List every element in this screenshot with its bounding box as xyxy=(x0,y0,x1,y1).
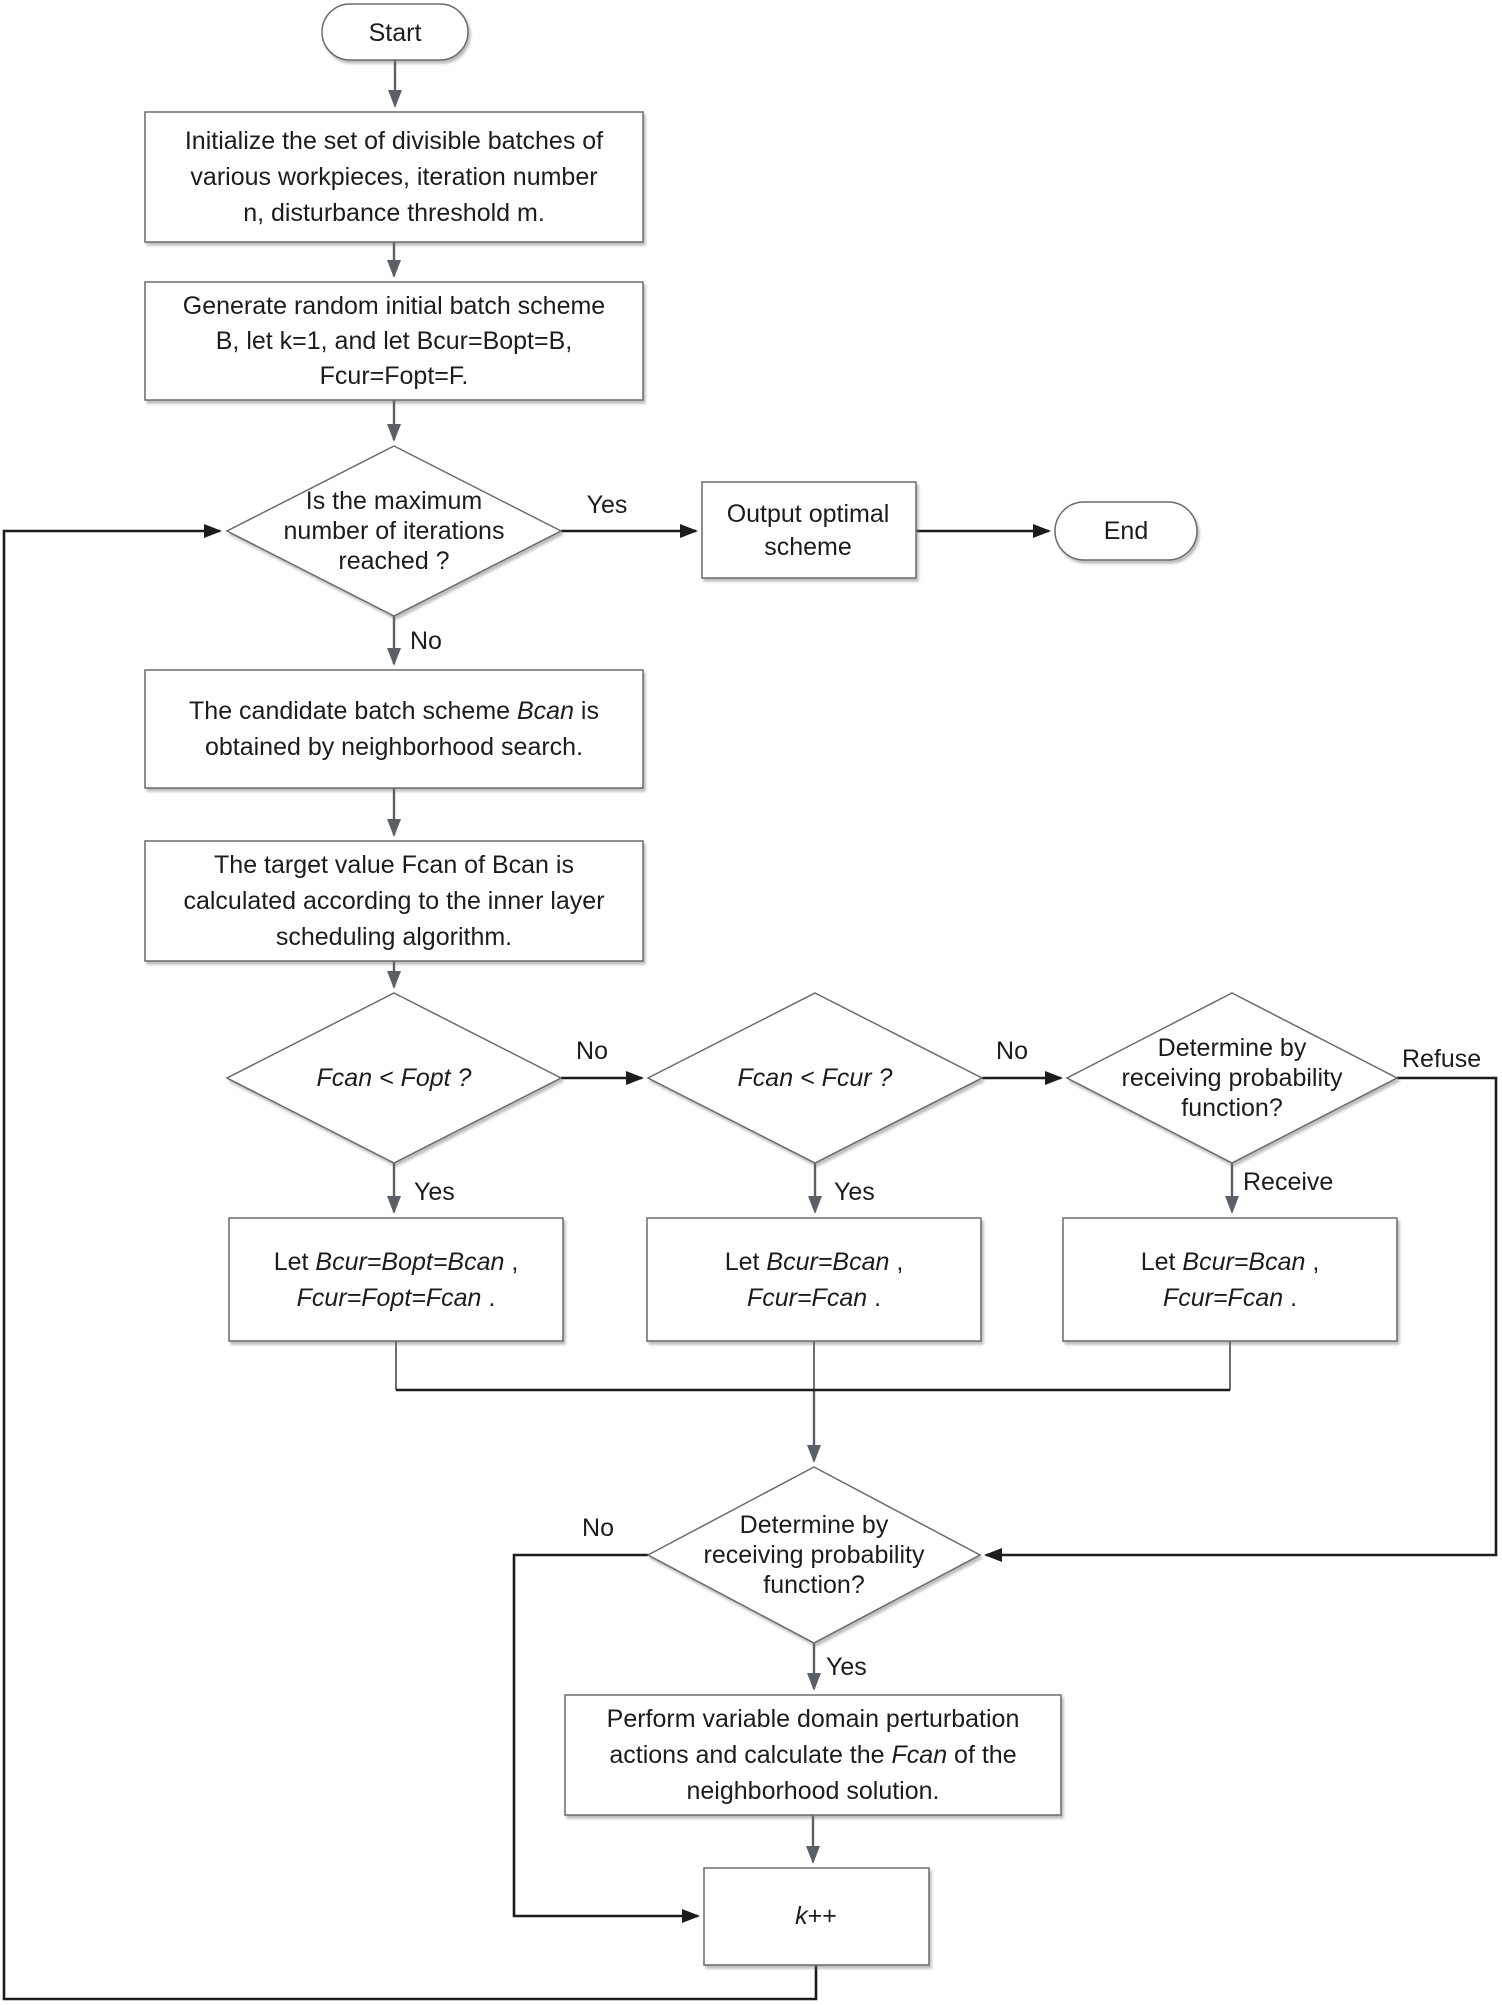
let-opt-process-box xyxy=(228,1217,564,1342)
let-cur-right-keyword: Let xyxy=(1141,1248,1183,1276)
no-iter-label: No xyxy=(410,627,442,655)
candidate-line-1-var: Bcan xyxy=(517,697,574,725)
prob-inner-line-1: Determine by xyxy=(740,1511,889,1539)
let-cur-right-period: . xyxy=(1283,1284,1297,1312)
let-cur-right-assign-1: Bcur=Bcan xyxy=(1182,1248,1305,1276)
edge-increment-loop-to-iter-check xyxy=(2,524,818,2001)
perturb-line-2: actions and calculate the Fcan of the xyxy=(609,1741,1016,1769)
candidate-process-box xyxy=(144,669,644,789)
init-line-3: n, disturbance threshold m. xyxy=(243,199,545,227)
init-line-2: various workpieces, iteration number xyxy=(190,163,597,191)
edges xyxy=(2,60,1498,2001)
prob-outer-line-3: function? xyxy=(1181,1094,1282,1122)
let-cur-mid-process-box xyxy=(646,1217,982,1342)
candidate-line-1-post: is xyxy=(574,697,599,725)
prob-inner-line-3: function? xyxy=(763,1571,864,1599)
let-opt-comma: , xyxy=(504,1248,518,1276)
output-line-2: scheme xyxy=(764,533,852,561)
yes-fopt-label: Yes xyxy=(414,1178,455,1206)
let-opt-assign-1: Bcur=Bopt=Bcan xyxy=(315,1248,504,1276)
target-process-box xyxy=(144,840,644,962)
edge-prob-outer-refuse-to-prob-inner xyxy=(984,1076,1498,1562)
yes-iter-label: Yes xyxy=(587,491,628,519)
candidate-line-2: obtained by neighborhood search. xyxy=(205,733,583,761)
yes-inner-label: Yes xyxy=(826,1653,867,1681)
prob-check-inner-diamond xyxy=(646,1466,982,1644)
no-inner-label: No xyxy=(582,1514,614,1542)
let-cur-mid-assign-2: Fcur=Fcan xyxy=(747,1284,867,1312)
let-opt-line-1: Let Bcur=Bopt=Bcan , xyxy=(274,1248,519,1276)
end-label: End xyxy=(1104,517,1148,545)
perturb-line-1: Perform variable domain perturbation xyxy=(607,1705,1020,1733)
edge-prob-inner-no-to-increment xyxy=(512,1553,700,1923)
let-cur-right-line-2: Fcur=Fcan . xyxy=(1163,1284,1297,1312)
receive-label: Receive xyxy=(1243,1168,1333,1196)
let-opt-assign-2: Fcur=Fopt=Fcan xyxy=(297,1284,482,1312)
prob-outer-line-2: receiving probability xyxy=(1122,1064,1343,1092)
prob-check-outer-diamond xyxy=(1065,992,1399,1164)
candidate-line-1-pre: The candidate batch scheme xyxy=(189,697,517,725)
let-cur-mid-keyword: Let xyxy=(725,1248,767,1276)
let-cur-mid-period: . xyxy=(867,1284,881,1312)
yes-fcur-label: Yes xyxy=(834,1178,875,1206)
let-cur-right-comma: , xyxy=(1305,1248,1319,1276)
shapes xyxy=(144,3,1399,1966)
fcur-check-diamond xyxy=(646,992,984,1164)
target-line-2: calculated according to the inner layer xyxy=(183,887,604,915)
let-cur-right-line-1: Let Bcur=Bcan , xyxy=(1141,1248,1320,1276)
start-terminator xyxy=(321,3,469,61)
let-opt-period: . xyxy=(481,1284,495,1312)
perturb-line-2-pre: actions and calculate the xyxy=(609,1741,891,1769)
init-process-box xyxy=(144,111,644,243)
perturb-process-box xyxy=(564,1694,1062,1816)
fcur-check-label: Fcan < Fcur ? xyxy=(738,1064,893,1092)
fopt-check-diamond xyxy=(225,992,563,1164)
edge-labels: Yes No No No Refuse Receive Yes Yes No Y… xyxy=(410,491,1481,1681)
start-label: Start xyxy=(369,19,422,47)
let-cur-mid-line-1: Let Bcur=Bcan , xyxy=(725,1248,904,1276)
refuse-label: Refuse xyxy=(1402,1045,1481,1073)
target-line-3: scheduling algorithm. xyxy=(276,923,512,951)
node-labels: Start Initialize the set of divisible ba… xyxy=(183,19,1343,1930)
generate-line-3: Fcur=Fopt=F. xyxy=(320,362,469,390)
no-fopt-label: No xyxy=(576,1037,608,1065)
fopt-check-label: Fcan < Fopt ? xyxy=(317,1064,472,1092)
let-cur-mid-comma: , xyxy=(889,1248,903,1276)
candidate-line-1: The candidate batch scheme Bcan is xyxy=(189,697,599,725)
init-line-1: Initialize the set of divisible batches … xyxy=(185,127,603,155)
let-cur-mid-line-2: Fcur=Fcan . xyxy=(747,1284,881,1312)
output-process-box xyxy=(701,481,917,579)
let-cur-right-assign-2: Fcur=Fcan xyxy=(1163,1284,1283,1312)
generate-line-1: Generate random initial batch scheme xyxy=(183,292,605,320)
prob-outer-line-1: Determine by xyxy=(1158,1034,1307,1062)
let-opt-line-2: Fcur=Fopt=Fcan . xyxy=(297,1284,496,1312)
iter-check-diamond xyxy=(225,445,563,617)
iter-check-line-1: Is the maximum xyxy=(306,487,482,515)
generate-process-box xyxy=(144,281,644,401)
prob-inner-line-2: receiving probability xyxy=(704,1541,925,1569)
perturb-line-2-var: Fcan xyxy=(892,1741,948,1769)
iter-check-line-2: number of iterations xyxy=(284,517,505,545)
perturb-line-3: neighborhood solution. xyxy=(687,1777,940,1805)
iter-check-line-3: reached ? xyxy=(338,547,449,575)
end-terminator xyxy=(1054,501,1198,561)
increment-var: k xyxy=(795,1902,809,1930)
no-fcur-label: No xyxy=(996,1037,1028,1065)
target-line-1: The target value Fcan of Bcan is xyxy=(214,851,574,879)
let-cur-mid-assign-1: Bcur=Bcan xyxy=(766,1248,889,1276)
increment-process-box xyxy=(703,1867,930,1966)
generate-line-2: B, let k=1, and let Bcur=Bopt=B, xyxy=(216,327,572,355)
let-cur-right-process-box xyxy=(1062,1217,1398,1342)
let-opt-keyword: Let xyxy=(274,1248,316,1276)
perturb-line-2-post: of the xyxy=(947,1741,1017,1769)
increment-op: ++ xyxy=(808,1902,837,1930)
increment-label: k++ xyxy=(795,1902,837,1930)
output-line-1: Output optimal xyxy=(727,500,890,528)
